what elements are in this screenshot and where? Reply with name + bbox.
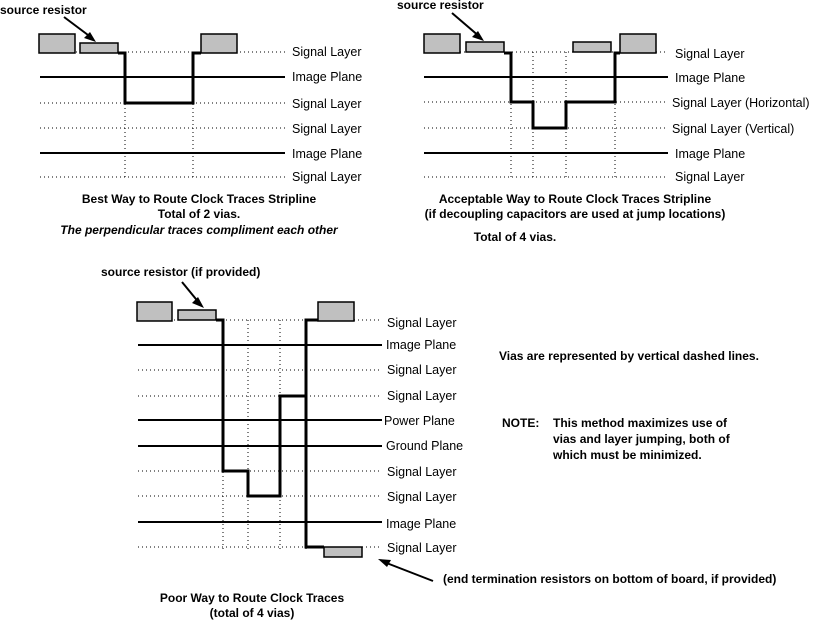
caption-title: Acceptable Way to Route Clock Traces Str… [439, 192, 712, 206]
layer-label: Signal Layer [292, 122, 362, 136]
caption-sub: (if decoupling capacitors are used at ju… [425, 207, 726, 221]
note-line: vias and layer jumping, both of [553, 432, 731, 446]
note-line: which must be minimized. [552, 448, 702, 462]
layer-label: Signal Layer [292, 170, 362, 184]
clock-trace [118, 51, 201, 105]
note-label: NOTE: [502, 416, 539, 430]
layer-label: Image Plane [386, 517, 456, 531]
receiver-component [317, 301, 355, 322]
caption-title: Poor Way to Route Clock Traces [160, 591, 345, 605]
layer-label: Signal Layer [387, 465, 457, 479]
layer-label: Signal Layer [387, 541, 457, 555]
caption-vias: Total of 4 vias. [474, 230, 556, 244]
receiver-component [200, 33, 238, 54]
driver-component [423, 33, 461, 54]
layer-label: Signal Layer [387, 490, 457, 504]
arrow-line [383, 561, 434, 582]
note-line: This method maximizes use of [553, 416, 728, 430]
layer-label: Ground Plane [386, 439, 463, 453]
diagram-acceptable-way: source resistor Signal Layer Image Plane… [397, 0, 810, 244]
layer-label: Image Plane [675, 71, 745, 85]
notes-panel: Vias are represented by vertical dashed … [499, 349, 759, 462]
layer-label: Image Plane [292, 147, 362, 161]
caption-note: The perpendicular traces compliment each… [60, 223, 339, 237]
clock-trace [504, 51, 620, 130]
layer-label: Signal Layer [292, 45, 362, 59]
arrow-head [378, 559, 391, 567]
layer-label: Signal Layer (Vertical) [672, 122, 794, 136]
arrow-head [192, 297, 204, 308]
caption-vias: Total of 2 vias. [158, 207, 240, 221]
layer-label: Signal Layer [292, 97, 362, 111]
diagram-best-way: source resistor Signal Layer Image Plane… [0, 3, 362, 237]
resistor-label: source resistor (if provided) [101, 265, 260, 279]
termination-resistor [572, 41, 612, 53]
driver-component [38, 33, 76, 54]
layer-label: Signal Layer [675, 170, 745, 184]
end-termination-resistor [323, 546, 363, 558]
layer-label: Signal Layer [387, 363, 457, 377]
layer-label: Signal Layer (Horizontal) [672, 96, 810, 110]
resistor-label: source resistor [0, 3, 87, 17]
arrow-head [472, 31, 484, 41]
clock-trace [216, 318, 318, 498]
layer-label: Signal Layer [387, 389, 457, 403]
resistor-label: source resistor [397, 0, 484, 12]
termination-branch-trace [304, 320, 324, 549]
arrow-head [84, 32, 96, 42]
source-resistor [177, 309, 217, 321]
layer-label: Power Plane [384, 414, 455, 428]
layer-label: Signal Layer [387, 316, 457, 330]
caption-sub: (total of 4 vias) [210, 606, 295, 620]
driver-component [136, 301, 173, 322]
layer-label: Image Plane [386, 338, 456, 352]
layer-label: Image Plane [675, 147, 745, 161]
diagram-poor-way: source resistor (if provided) Signal Lay… [101, 265, 776, 620]
arrow-line [451, 12, 481, 38]
vias-note: Vias are represented by vertical dashed … [499, 349, 759, 363]
arrow-line [63, 16, 93, 39]
layer-label: Signal Layer [675, 47, 745, 61]
source-resistor [79, 42, 119, 54]
layer-label: Image Plane [292, 70, 362, 84]
receiver-component [619, 33, 657, 54]
source-resistor [465, 41, 505, 53]
end-termination-note: (end termination resistors on bottom of … [443, 572, 776, 586]
caption-title: Best Way to Route Clock Traces Stripline [82, 192, 317, 206]
